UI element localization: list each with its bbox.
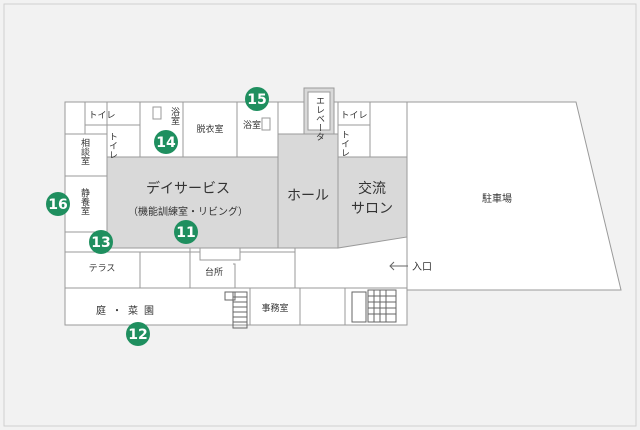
- toilet-4-label: トイレ: [339, 130, 350, 157]
- bathtub-2: [261, 117, 271, 131]
- badge-11: 11: [174, 220, 198, 244]
- bathtub-1: [152, 106, 162, 120]
- badge-16: 16: [46, 192, 70, 216]
- toilet-3-label: トイレ: [107, 132, 118, 159]
- badge-13: 13: [89, 230, 113, 254]
- svg-text:11: 11: [176, 225, 195, 241]
- badge-14: 14: [154, 130, 178, 154]
- parking-label: 駐車場: [482, 192, 512, 205]
- elevator-inner: [307, 91, 331, 131]
- terrace-label: テラス: [89, 263, 116, 274]
- kitchen-label: 台所: [205, 266, 223, 278]
- office-label: 事務室: [261, 302, 288, 314]
- entrance-label: 入口: [412, 262, 432, 273]
- day-service-label: デイサービス: [146, 180, 230, 197]
- toilet-1-label: トイレ: [88, 111, 115, 121]
- stairs-right: [351, 289, 397, 323]
- svg-text:14: 14: [156, 135, 176, 151]
- kitchen-counter: [199, 247, 241, 261]
- stairs-left: [224, 291, 248, 329]
- salon-room: [337, 156, 408, 249]
- garden-label: 庭・菜園: [96, 304, 160, 317]
- dressing-room-label: 脱衣室: [196, 123, 223, 135]
- elevator-label: エレベータ: [314, 96, 325, 141]
- svg-text:16: 16: [48, 197, 67, 213]
- day-service-sub-label: （機能訓練室・リビング）: [128, 205, 248, 218]
- toilet-2-label: トイレ: [340, 111, 367, 121]
- wall: [233, 263, 236, 288]
- salon-label-2: サロン: [351, 201, 393, 217]
- bath-2-label: 浴室: [243, 119, 261, 131]
- entrance-arrow-icon: [389, 261, 408, 271]
- svg-text:12: 12: [128, 327, 147, 343]
- bath-1-label: 浴室: [169, 107, 180, 125]
- badge-15: 15: [245, 87, 269, 111]
- svg-text:15: 15: [247, 92, 266, 108]
- svg-text:13: 13: [91, 235, 110, 251]
- rest-room-label: 静養室: [79, 187, 90, 215]
- consult-room-label: 相談室: [79, 137, 90, 165]
- salon-label-1: 交流: [358, 180, 386, 197]
- hall-label: ホール: [287, 188, 329, 204]
- badge-12: 12: [126, 322, 150, 346]
